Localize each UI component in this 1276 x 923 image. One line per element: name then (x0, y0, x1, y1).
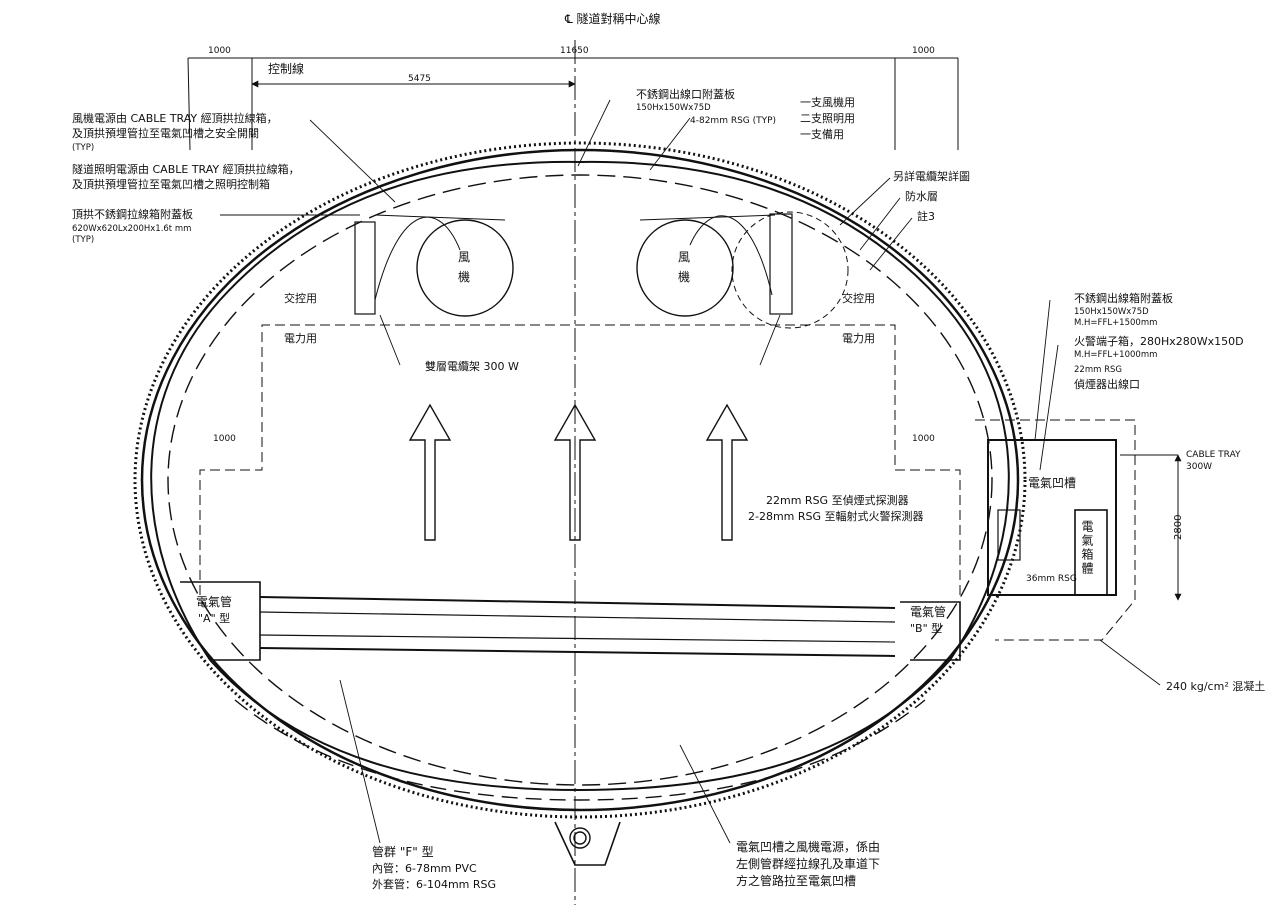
duct-a-label-2: "A" 型 (198, 612, 231, 625)
dim-5475: 5475 (408, 74, 431, 84)
electrical-cabinet (1074, 509, 1108, 596)
traffic-envelope (199, 324, 961, 595)
waterproof-layer (167, 174, 993, 786)
note-use-light: 二支照明用 (800, 112, 855, 125)
duct-a-label-1: 電氣管 (196, 595, 233, 609)
note-light-power-2: 及頂拱預埋管拉至電氣凹槽之照明控制箱 (72, 178, 270, 191)
note-outlet-size: 150Hx150Wx75D (636, 103, 711, 113)
note-tray-detail: 另詳電纜架詳圖 (893, 170, 970, 183)
fire-terminal-box (997, 509, 1021, 561)
label-ac-right: 交控用 (842, 292, 875, 305)
note-outlet-box: 不銹鋼出線箱附蓋板 (1074, 292, 1173, 305)
note-fan-power-2: 及頂拱預埋管拉至電氣凹槽之安全開關 (72, 127, 259, 140)
jet-fan-right (636, 219, 734, 317)
label-double-tray: 雙層電纜架 300 W (425, 360, 519, 373)
duct-b-label-1: 電氣管 (910, 605, 947, 619)
traffic-arrow-center (553, 403, 597, 541)
fan-right-char-2: 機 (678, 270, 691, 284)
dim-tray-left-1000: 1000 (213, 434, 236, 444)
note-crown-box-2: 620Wx620Lx200Hx1.6t mm (72, 224, 192, 234)
note-cable-tray: CABLE TRAY (1186, 450, 1241, 460)
note-fan-power-1: 風機電源由 CABLE TRAY 經頂拱拉線箱， (72, 112, 278, 125)
note-rsg22: 22mm RSG (1074, 365, 1122, 375)
centerline-label: ℄ 隧道對稱中心線 (565, 12, 661, 26)
traffic-arrow-right (705, 403, 749, 541)
duct-a (180, 581, 261, 661)
traffic-arrow-left (408, 403, 452, 541)
label-outer: 外套管：6-104mm RSG (372, 878, 497, 891)
note-fan-power-typ: (TYP) (72, 143, 95, 153)
note-waterproof: 防水層 (905, 190, 938, 203)
note-crown-box-1: 頂拱不銹鋼拉線箱附蓋板 (72, 208, 193, 221)
note-fan-power-bottom-1: 電氣凹槽之風機電源，係由 (736, 840, 881, 854)
note-fire-box-mh: M.H=FFL+1000mm (1074, 350, 1158, 360)
drain-pit (554, 821, 621, 866)
outer-lining (140, 148, 1020, 812)
outer-hatch (133, 141, 1027, 819)
note-use-fan: 一支風機用 (800, 96, 855, 109)
cable-tray-support-left (354, 221, 376, 315)
label-power-right: 電力用 (842, 332, 875, 345)
note-outlet-box-mh: M.H=FFL+1500mm (1074, 318, 1158, 328)
note-use-spare: 一支備用 (800, 128, 844, 141)
duct-b-label-2: "B" 型 (910, 622, 943, 635)
dim-left-1000: 1000 (208, 46, 231, 56)
note-3: 註3 (917, 210, 935, 223)
label-elec-cabinet: 電氣箱體 (1080, 520, 1094, 576)
label-power-left: 電力用 (284, 332, 317, 345)
invert-dash (234, 699, 926, 801)
label-group-f: 管群 "F" 型 (372, 845, 434, 859)
label-elec-niche: 電氣凹槽 (1028, 476, 1077, 490)
dim-2800: 2800 (1173, 514, 1184, 540)
note-light-power-1: 隧道照明電源由 CABLE TRAY 經頂拱拉線箱， (72, 163, 300, 176)
fan-left-char-1: 風 (458, 250, 471, 264)
note-outlet-cover: 不銹鋼出線口附蓋板 (636, 88, 735, 101)
note-cable-tray-w: 300W (1186, 462, 1213, 472)
control-line-label: 控制線 (268, 62, 305, 76)
note-fan-power-bottom-2: 左側管群經拉線孔及車道下 (736, 857, 881, 871)
note-rsg-smoke: 22mm RSG 至偵煙式探測器 (766, 494, 909, 507)
fan-left-char-2: 機 (458, 270, 471, 284)
note-crown-box-typ: (TYP) (72, 235, 95, 245)
label-inner: 內管：6-78mm PVC (372, 862, 477, 875)
note-concrete: 240 kg/cm² 混凝土 (1166, 680, 1266, 693)
note-fire-box: 火警端子箱，280Hx280Wx150D (1074, 335, 1244, 348)
inner-lining (150, 160, 1010, 661)
label-ac-left: 交控用 (284, 292, 317, 305)
electrical-niche (987, 439, 1117, 596)
fan-right-char-1: 風 (678, 250, 691, 264)
cable-tray-support-right (769, 213, 793, 315)
note-outlet-box-size: 150Hx150Wx75D (1074, 307, 1149, 317)
dim-tray-right-1000: 1000 (912, 434, 935, 444)
duct-b (900, 601, 961, 661)
invert (209, 659, 951, 792)
note-fan-power-bottom-3: 方之管路拉至電氣凹槽 (736, 874, 857, 888)
dim-span-11650: 11650 (560, 46, 589, 56)
note-rsg36: 36mm RSG (1026, 574, 1077, 584)
note-rsg-flame: 2-28mm RSG 至輻射式火警探測器 (748, 510, 924, 523)
dim-right-1000: 1000 (912, 46, 935, 56)
note-detector-outlet: 偵煙器出線口 (1074, 378, 1140, 391)
note-rsg-typ: 4-82mm RSG (TYP) (690, 116, 777, 126)
jet-fan-left (416, 219, 514, 317)
